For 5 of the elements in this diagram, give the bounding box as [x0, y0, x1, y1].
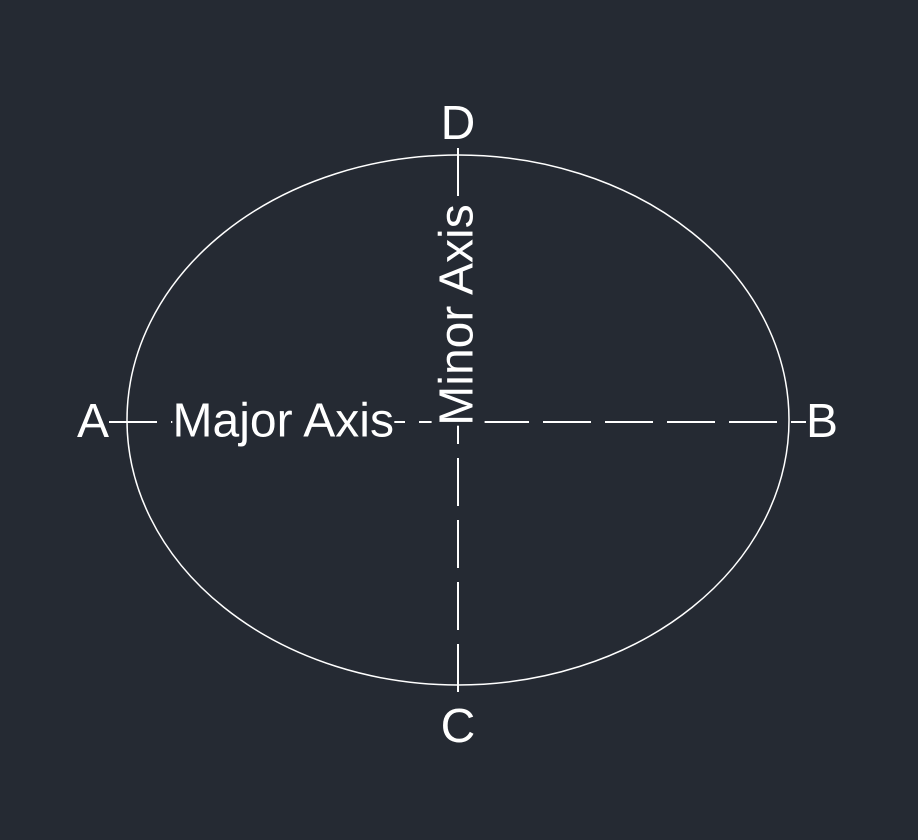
point-label: A — [77, 398, 109, 446]
point-label: C — [440, 703, 476, 751]
point-label: D — [440, 100, 476, 148]
point-label: B — [806, 398, 838, 446]
edge-label: Minor Axis — [432, 204, 484, 426]
